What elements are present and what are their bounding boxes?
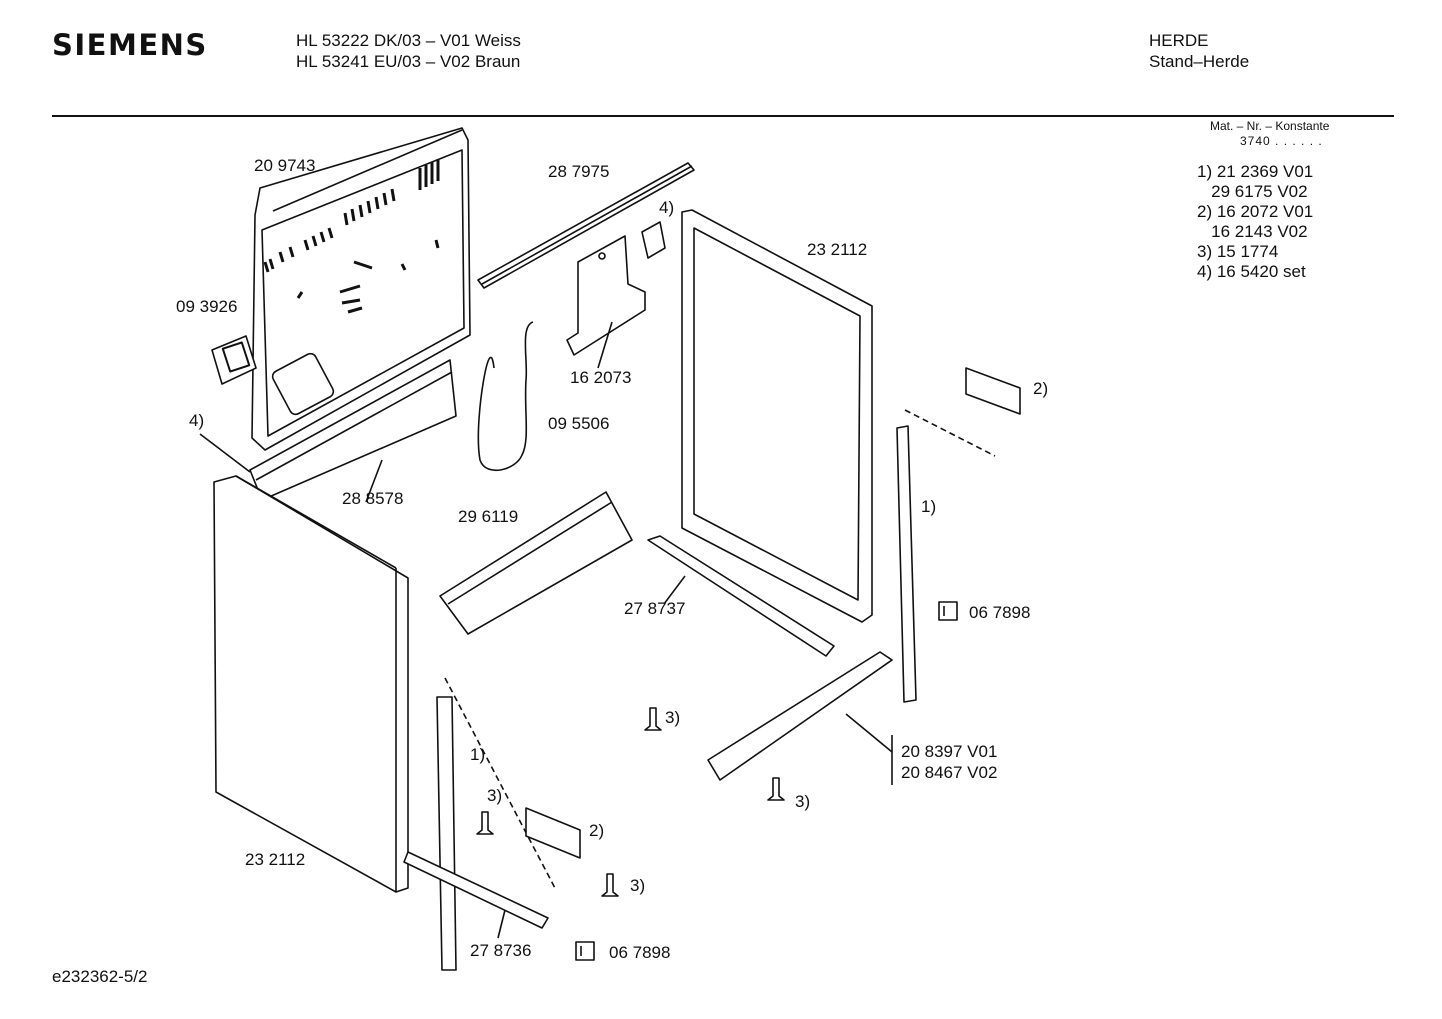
key-item-5: 3) 15 1774 [1197,242,1279,261]
label-ref2-upper: 2) [1033,379,1049,398]
key-item-6: 4) 16 5420 set [1197,262,1306,281]
label-back-panel: 20 9743 [254,156,316,175]
label-ref3-d: 3) [630,876,646,895]
label-top-rail: 28 7975 [548,162,610,181]
rail-right-part [647,535,835,657]
label-right-side-panel: 23 2112 [807,240,868,259]
left-side-panel-part [213,475,409,893]
screw-c [476,811,494,835]
corner-strip-right-part [896,425,917,703]
small-bracket-part [641,221,666,259]
drawing-id: e232362-5/2 [52,967,148,986]
label-ref4-bracket: 4) [659,198,675,217]
leader-ref4-left [199,433,251,473]
rail-left-part [403,851,549,939]
header-divider [52,115,1394,117]
label-wire: 09 5506 [548,414,610,433]
foot-left [575,941,595,961]
top-rail-part [477,162,695,289]
label-bracket: 16 2073 [570,368,632,387]
category-line-1: HERDE [1149,31,1209,50]
label-foot-left: 06 7898 [609,943,671,962]
label-ref2-lower: 2) [589,821,605,840]
label-bottom-tray: 29 6119 [458,507,519,526]
leveling-foot-lower-part [525,807,581,859]
leveling-foot-upper-part [904,367,1021,457]
label-control-box: 09 3926 [176,297,238,316]
back-panel-part [251,127,471,451]
bracket-part [566,235,646,369]
wire-part [477,321,534,472]
screw-b [767,777,785,801]
label-ref3-a: 3) [665,708,681,727]
label-ref1-right: 1) [921,497,937,516]
model-line-2: HL 53241 EU/03 – V02 Braun [296,52,521,71]
key-item-4: 16 2143 V02 [1197,222,1308,241]
label-rear-crossbar: 28 8578 [342,489,404,508]
label-ref3-b: 3) [795,792,811,811]
label-rail-left: 27 8736 [470,941,532,960]
label-foot-right: 06 7898 [969,603,1031,622]
right-side-panel-part [681,209,873,623]
bottom-tray-part [439,491,633,635]
key-item-3: 2) 16 2072 V01 [1197,202,1314,221]
screw-a [644,707,662,731]
screw-d [601,873,619,897]
key-item-2: 29 6175 V02 [1197,182,1308,201]
key-item-1: 1) 21 2369 V01 [1197,162,1314,181]
category-line-2: Stand–Herde [1149,52,1250,71]
mat-nr-label: Mat. – Nr. – Konstante [1210,119,1330,133]
label-left-side-panel: 23 2112 [245,850,306,869]
brand-logo: SIEMENS [52,28,208,62]
model-line-1: HL 53222 DK/03 – V01 Weiss [296,31,521,50]
label-rail-right: 27 8737 [624,599,686,618]
foot-right [938,601,958,621]
mat-nr-value: 3740 . . . . . . [1240,134,1323,148]
label-ref1-left: 1) [470,745,486,764]
control-box-part [211,335,257,385]
label-plinth-v02: 20 8467 V02 [901,763,998,782]
label-ref4-left: 4) [189,411,205,430]
plinth-part [707,651,893,785]
label-ref3-c: 3) [487,786,503,805]
label-plinth-v01: 20 8397 V01 [901,742,998,761]
